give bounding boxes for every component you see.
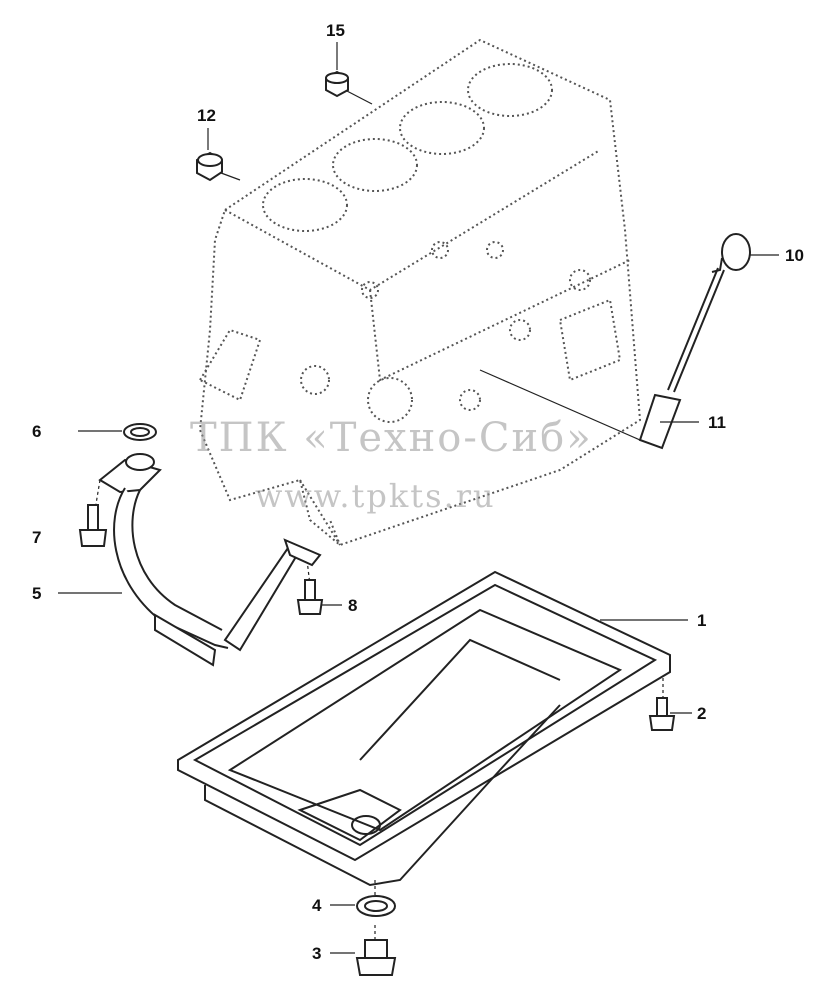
washer-4 <box>356 895 396 917</box>
callout-11: 11 <box>708 413 726 432</box>
leader-lines <box>58 42 779 954</box>
watermark-url: www.tpkts.ru <box>255 477 496 515</box>
bolt-8 <box>296 579 324 615</box>
bolt-2 <box>648 697 676 731</box>
callout-4: 4 <box>312 896 322 915</box>
callout-1: 1 <box>697 611 707 630</box>
callout-7: 7 <box>32 528 42 547</box>
drain-plug-3 <box>355 939 397 976</box>
callout-15: 15 <box>326 21 345 40</box>
callout-2: 2 <box>697 704 707 723</box>
watermark-company: ТПК «Техно-Сиб» <box>190 415 593 461</box>
plug-15 <box>325 70 349 98</box>
bolt-7 <box>78 504 108 547</box>
callout-10: 10 <box>785 246 804 265</box>
callout-6: 6 <box>32 422 42 441</box>
gasket-6 <box>123 423 157 441</box>
oil-pickup-tube <box>98 453 322 667</box>
callout-12: 12 <box>197 106 216 125</box>
oil-pan <box>177 570 671 887</box>
dipstick <box>638 233 751 450</box>
engine-block-outline <box>198 38 642 547</box>
callout-8: 8 <box>348 596 358 615</box>
callout-5: 5 <box>32 584 42 603</box>
plug-12 <box>196 151 223 182</box>
callout-3: 3 <box>312 944 322 963</box>
